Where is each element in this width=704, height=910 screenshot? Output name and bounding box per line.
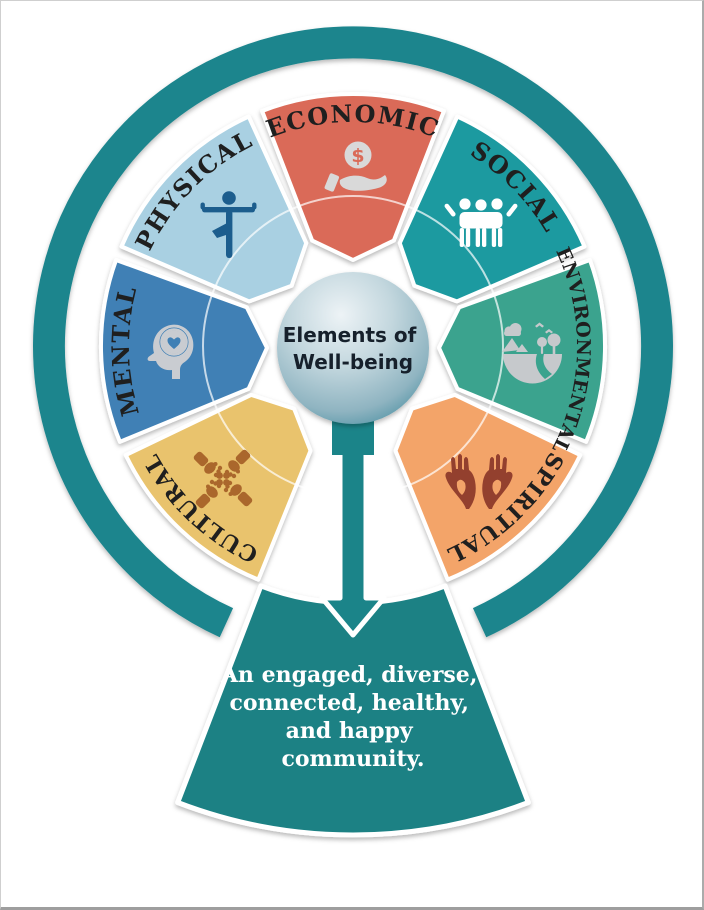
- center-title: Elements of Well-being: [283, 323, 424, 374]
- center-title-line2: Well-being: [293, 350, 413, 374]
- footer-text: An engaged, diverse, connected, healthy,…: [220, 662, 485, 772]
- sector-social: [397, 114, 587, 304]
- three-people-icon: [444, 198, 518, 247]
- footer-line: and happy: [286, 718, 414, 744]
- center-title-line1: Elements of: [283, 323, 417, 347]
- footer-line: community.: [281, 746, 424, 772]
- down-arrow: [319, 442, 387, 638]
- footer-line: An engaged, diverse,: [220, 662, 478, 688]
- outer-ring: [33, 26, 673, 638]
- footer-line: connected, healthy,: [229, 690, 468, 716]
- dollar-symbol: $: [351, 145, 364, 167]
- center-hub: [277, 272, 429, 424]
- hand-dollar-icon: $: [324, 141, 387, 192]
- head-heart-icon: [147, 324, 194, 379]
- yoga-pose-icon: [200, 191, 257, 258]
- landscape-globe-icon: [502, 322, 562, 384]
